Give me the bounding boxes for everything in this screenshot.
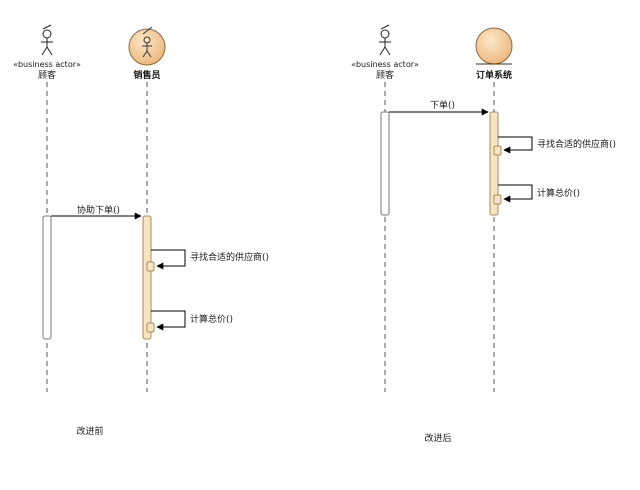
diagram-left: «business actor» 顾客 销售员 协助下单() 寻找合 — [13, 24, 269, 437]
self-message-label-2: 计算总价() — [190, 313, 233, 325]
entity-name: 订单系统 — [476, 69, 512, 81]
worker-activation — [142, 215, 152, 340]
diagram-right: «business actor» 顾客 订单系统 下单() 寻找合适的供应商()… — [351, 24, 616, 444]
actor-stereotype: «business actor» — [351, 60, 419, 69]
caption-left: 改进前 — [76, 425, 103, 437]
self-activation-1 — [493, 145, 502, 156]
actor-name: 顾客 — [38, 69, 56, 81]
business-actor-icon — [41, 24, 53, 56]
caption-right: 改进后 — [424, 432, 451, 444]
actor-activation — [380, 111, 390, 216]
self-message-arrow-2 — [151, 310, 186, 331]
actor-name: 顾客 — [376, 69, 394, 81]
business-entity-icon — [475, 27, 513, 65]
message-label-main: 协助下单() — [77, 204, 120, 216]
business-worker-icon — [128, 26, 166, 66]
self-message-label-2: 计算总价() — [537, 187, 580, 199]
worker-name: 销售员 — [133, 69, 160, 81]
actor-activation — [42, 215, 52, 340]
self-message-arrow-1 — [498, 136, 533, 154]
self-activation-2 — [493, 194, 502, 205]
self-message-label-1: 寻找合适的供应商() — [190, 251, 269, 263]
self-message-arrow-2 — [498, 184, 533, 203]
self-message-label-1: 寻找合适的供应商() — [537, 138, 616, 150]
message-label-main: 下单() — [430, 99, 455, 111]
business-actor-icon — [379, 24, 391, 56]
self-activation-1 — [146, 261, 155, 272]
self-message-arrow-1 — [151, 249, 186, 270]
entity-activation — [489, 111, 499, 216]
actor-stereotype: «business actor» — [13, 60, 81, 69]
self-activation-2 — [146, 322, 155, 333]
